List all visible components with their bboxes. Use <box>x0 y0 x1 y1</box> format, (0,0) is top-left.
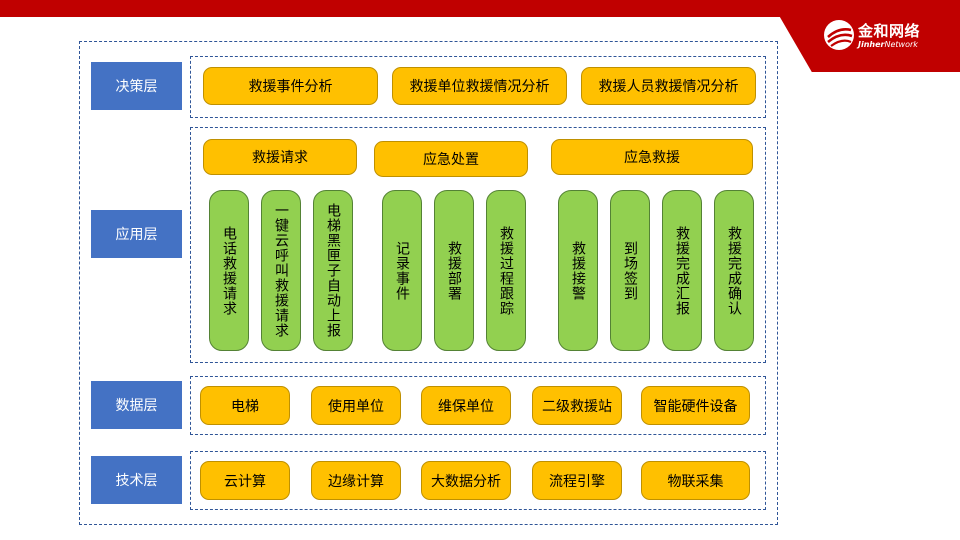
data-item: 二级救援站 <box>532 386 622 425</box>
layer-label-data: 数据层 <box>91 381 182 429</box>
app-item-label: 救援部署 <box>446 240 462 301</box>
tech-item: 流程引擎 <box>532 461 622 500</box>
app-group-title: 应急救援 <box>551 139 753 175</box>
tech-item: 大数据分析 <box>421 461 511 500</box>
app-item-capsule: 到场签到 <box>610 190 650 351</box>
data-item: 智能硬件设备 <box>641 386 750 425</box>
decision-item: 救援人员救援情况分析 <box>581 67 756 105</box>
app-item-capsule: 记录事件 <box>382 190 422 351</box>
decision-layer-box <box>190 56 766 118</box>
tech-item: 边缘计算 <box>311 461 401 500</box>
brand-name: 金和网络 <box>858 22 921 40</box>
app-item-label: 救援接警 <box>570 240 586 301</box>
app-item-capsule: 救援接警 <box>558 190 598 351</box>
tech-item: 物联采集 <box>641 461 750 500</box>
app-item-capsule: 救援完成汇报 <box>662 190 702 351</box>
app-item-label: 记录事件 <box>394 240 410 301</box>
architecture-frame <box>79 41 778 525</box>
app-item-label: 电梯黑匣子自动上报 <box>325 203 341 338</box>
layer-label-decision: 决策层 <box>91 62 182 110</box>
app-item-capsule: 一键云呼叫救援请求 <box>261 190 301 351</box>
top-red-bar <box>0 0 960 17</box>
app-group-title: 应急处置 <box>374 141 528 177</box>
data-item: 电梯 <box>200 386 290 425</box>
jinher-logo-icon <box>824 20 854 50</box>
data-layer-box <box>190 376 766 435</box>
brand-subtitle: JinherNetwork <box>858 40 918 49</box>
app-item-label: 电话救援请求 <box>221 225 237 316</box>
app-item-capsule: 电话救援请求 <box>209 190 249 351</box>
app-item-label: 救援完成确认 <box>726 225 742 316</box>
data-item: 维保单位 <box>421 386 511 425</box>
application-layer-box <box>190 127 766 363</box>
app-item-label: 救援完成汇报 <box>674 225 690 316</box>
app-item-capsule: 救援过程跟踪 <box>486 190 526 351</box>
app-item-capsule: 救援完成确认 <box>714 190 754 351</box>
decision-item: 救援事件分析 <box>203 67 378 105</box>
app-item-capsule: 救援部署 <box>434 190 474 351</box>
decision-item: 救援单位救援情况分析 <box>392 67 567 105</box>
tech-item: 云计算 <box>200 461 290 500</box>
data-item: 使用单位 <box>311 386 401 425</box>
layer-label-tech: 技术层 <box>91 456 182 504</box>
app-item-capsule: 电梯黑匣子自动上报 <box>313 190 353 351</box>
app-group-title: 救援请求 <box>203 139 357 175</box>
tech-layer-box <box>190 451 766 510</box>
app-item-label: 一键云呼叫救援请求 <box>273 203 289 338</box>
app-item-label: 到场签到 <box>622 240 638 301</box>
layer-label-application: 应用层 <box>91 210 182 258</box>
app-item-label: 救援过程跟踪 <box>498 225 514 316</box>
